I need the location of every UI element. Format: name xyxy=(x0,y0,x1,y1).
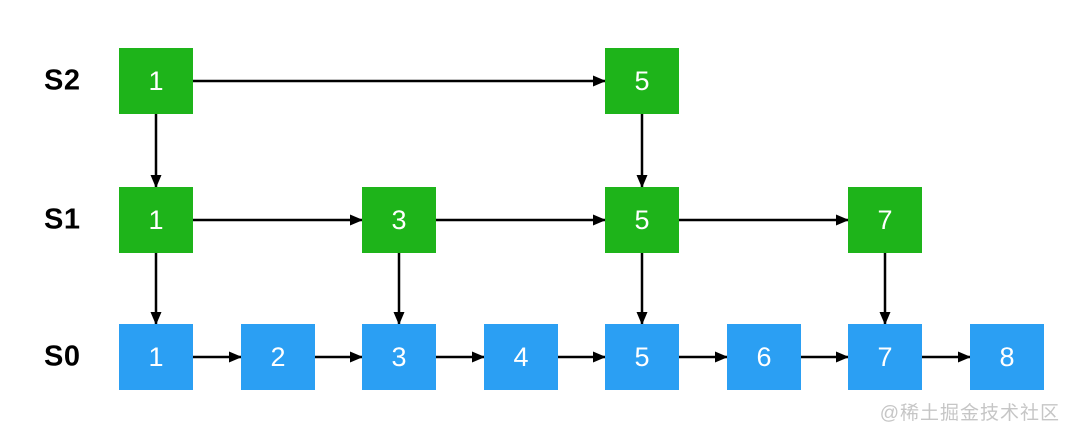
node-s0-1: 1 xyxy=(119,324,193,390)
level-label-s0: S0 xyxy=(44,340,81,373)
node-s1-1: 1 xyxy=(119,187,193,253)
node-s2-1: 1 xyxy=(119,48,193,114)
node-s0-5: 5 xyxy=(605,324,679,390)
node-s0-6: 6 xyxy=(727,324,801,390)
watermark: @稀土掘金技术社区 xyxy=(879,403,1060,424)
level-label-s2: S2 xyxy=(44,64,81,97)
node-s1-7: 7 xyxy=(848,187,922,253)
node-s1-5: 5 xyxy=(605,187,679,253)
node-s0-4: 4 xyxy=(484,324,558,390)
node-s0-8: 8 xyxy=(970,324,1044,390)
node-s1-3: 3 xyxy=(362,187,436,253)
node-s0-7: 7 xyxy=(848,324,922,390)
node-s2-5: 5 xyxy=(605,48,679,114)
node-s0-2: 2 xyxy=(241,324,315,390)
level-label-s1: S1 xyxy=(44,203,81,236)
node-s0-3: 3 xyxy=(362,324,436,390)
